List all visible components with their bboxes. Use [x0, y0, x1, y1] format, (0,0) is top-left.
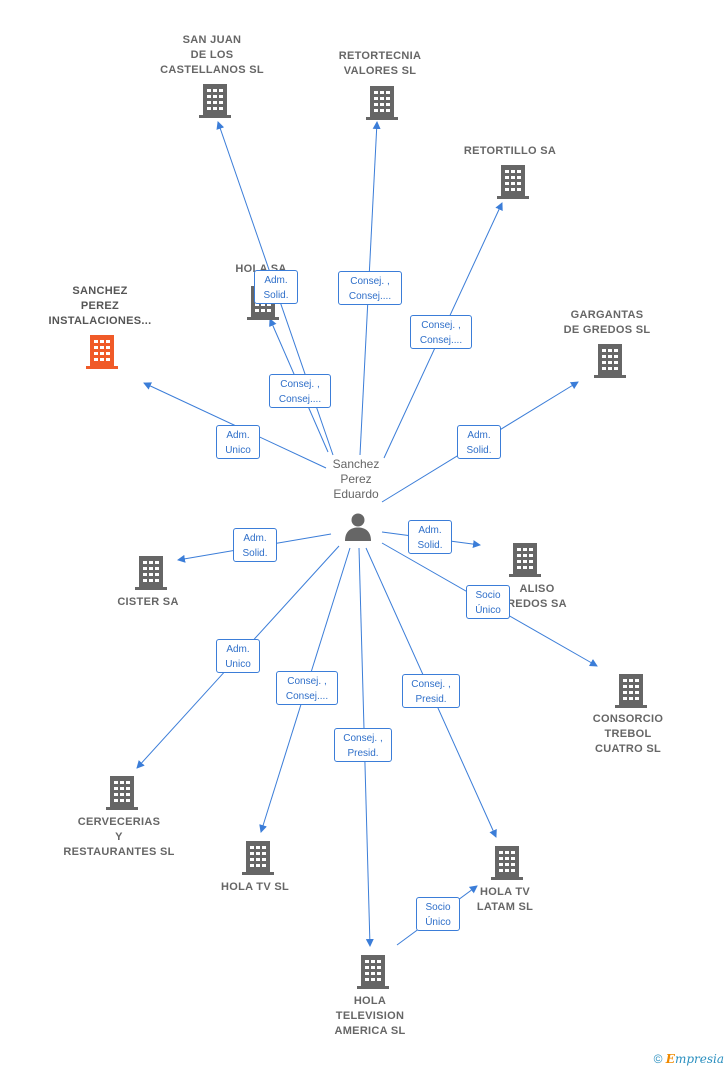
relation-label[interactable]: Consej. , Presid. — [402, 674, 460, 708]
company-label: HOLA TV LATAM SL — [476, 886, 534, 913]
building-icon — [366, 86, 398, 125]
building-icon — [199, 84, 231, 123]
building-icon — [615, 674, 647, 713]
company-label: CERVECERIAS Y RESTAURANTES SL — [63, 816, 175, 858]
person-label: Sanchez Perez Eduardo — [332, 457, 380, 501]
company-label: CONSORCIO TREBOL CUATRO SL — [592, 713, 664, 755]
company-label: SAN JUAN DE LOS CASTELLANOS SL — [160, 34, 264, 76]
company-label: GARGANTAS DE GREDOS SL — [563, 309, 651, 336]
relation-label[interactable]: Adm. Solid. — [408, 520, 452, 554]
brand-logo: Empresia — [665, 1052, 724, 1066]
relation-label[interactable]: Adm. Solid. — [254, 270, 298, 304]
company-label: ALISO REDOS SA — [507, 583, 567, 610]
relation-label[interactable]: Socio Único — [416, 897, 460, 931]
company-label: CISTER SA — [117, 596, 179, 608]
relation-label[interactable]: Consej. , Consej.... — [338, 271, 402, 305]
relation-label[interactable]: Consej. , Consej.... — [410, 315, 472, 349]
building-icon — [509, 543, 541, 582]
footer-credit: © Empresia — [654, 1052, 724, 1066]
building-icon — [491, 846, 523, 885]
building-icon — [357, 955, 389, 994]
relation-label[interactable]: Adm. Solid. — [233, 528, 277, 562]
relation-label[interactable]: Adm. Unico — [216, 425, 260, 459]
person-icon — [345, 513, 371, 541]
building-icon — [106, 776, 138, 815]
relation-label[interactable]: Adm. Unico — [216, 639, 260, 673]
company-label: RETORTILLO SA — [463, 145, 557, 157]
building-icon — [86, 335, 118, 374]
company-label: SANCHEZ PEREZ INSTALACIONES... — [48, 285, 152, 327]
relation-label[interactable]: Consej. , Consej.... — [276, 671, 338, 705]
building-icon — [242, 841, 274, 880]
relation-label[interactable]: Consej. , Consej.... — [269, 374, 331, 408]
building-icon — [497, 165, 529, 204]
company-label: RETORTECNIA VALORES SL — [338, 50, 422, 77]
building-icon — [594, 344, 626, 383]
relation-label[interactable]: Socio Único — [466, 585, 510, 619]
company-label: HOLA TELEVISION AMERICA SL — [334, 995, 406, 1037]
building-icon — [135, 556, 167, 595]
company-label: HOLA TV SL — [221, 881, 289, 893]
relation-label[interactable]: Consej. , Presid. — [334, 728, 392, 762]
relation-label[interactable]: Adm. Solid. — [457, 425, 501, 459]
copyright-icon: © — [653, 1052, 663, 1066]
